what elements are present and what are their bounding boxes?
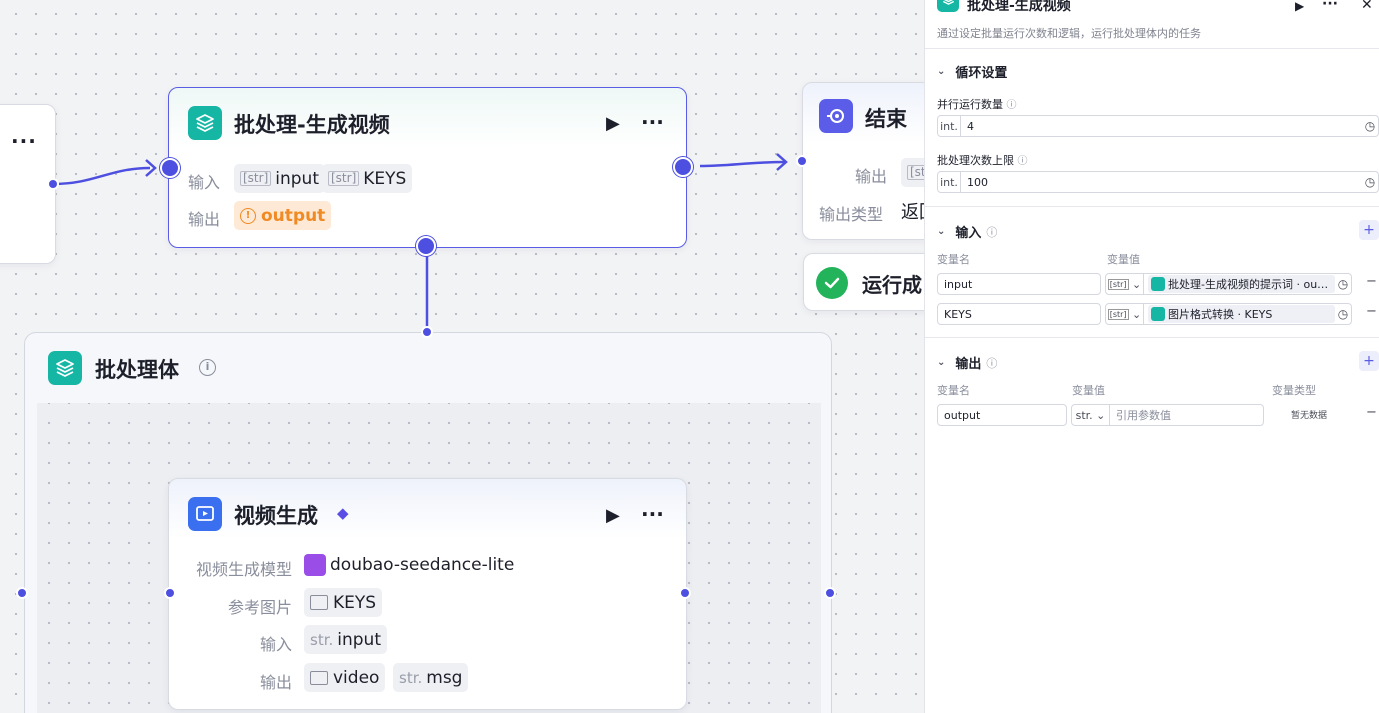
reference-icon[interactable]: ◷ (1364, 119, 1376, 133)
var-type-header: 变量类型 (1272, 384, 1316, 397)
video-node-title: 视频生成 (234, 504, 318, 528)
video-node-output-handle[interactable] (679, 587, 691, 599)
output-name-field[interactable]: output (937, 404, 1067, 426)
model-icon (304, 554, 326, 576)
var-name-header: 变量名 (937, 384, 970, 397)
layers-icon (937, 0, 959, 12)
info-icon: ⓘ (986, 356, 998, 370)
run-icon[interactable]: ▶ (1295, 0, 1305, 13)
input-label: 输入 (188, 173, 221, 192)
batch-node-title: 批处理-生成视频 (234, 113, 390, 137)
end-node-title: 结束 (865, 107, 907, 131)
divider (925, 206, 1379, 207)
container-top-handle[interactable] (421, 326, 433, 338)
more-icon[interactable]: ··· (641, 502, 664, 526)
output-value-field[interactable]: str. ⌄ 引用参数值 (1071, 404, 1264, 426)
model-value: doubao-seedance-lite (304, 554, 514, 576)
input-label: 输入 (259, 635, 292, 654)
output-tag: str.msg (393, 663, 469, 692)
folder-icon (310, 670, 328, 685)
chevron-down-icon: ⌄ (937, 66, 946, 77)
batch-node-input-handle[interactable] (160, 158, 180, 178)
var-value-header: 变量值 (1072, 384, 1105, 397)
remove-input-button[interactable]: − (1366, 304, 1377, 319)
divider (925, 48, 1379, 49)
layers-icon (1151, 277, 1165, 291)
end-node-input-handle[interactable] (796, 155, 808, 167)
input-tag: [str]KEYS (322, 164, 413, 193)
container-title: 批处理体 (95, 358, 179, 382)
batch-node-output-handle[interactable] (673, 157, 693, 177)
chevron-down-icon: ⌄ (937, 226, 946, 237)
container-left-handle[interactable] (16, 587, 28, 599)
run-status-text: 运行成 (862, 273, 922, 297)
diamond-icon: ◆ (337, 504, 349, 522)
remove-output-button[interactable]: − (1366, 405, 1377, 420)
video-icon (188, 497, 222, 531)
batch-node-body-handle[interactable] (416, 236, 436, 256)
warning-icon: ! (240, 207, 256, 224)
video-node-input-handle[interactable] (164, 587, 176, 599)
add-output-button[interactable]: + (1359, 351, 1379, 371)
output-label: 输出 (188, 210, 221, 229)
panel-description: 通过设定批量运行次数和逻辑，运行批处理体内的任务 (937, 27, 1201, 40)
more-icon[interactable]: ··· (11, 129, 37, 153)
parallel-count-label: 并行运行数量 ⓘ (937, 98, 1017, 111)
more-icon[interactable]: ··· (641, 110, 664, 134)
reference-icon[interactable]: ◷ (1337, 307, 1349, 321)
input-name-field[interactable]: KEYS (937, 303, 1101, 325)
video-generation-node[interactable]: 视频生成 ◆ ▶ ··· 视频生成模型 doubao-seedance-lite… (168, 478, 687, 710)
chevron-down-icon: ⌄ (937, 357, 946, 368)
output-tag: video (304, 663, 386, 692)
input-name-field[interactable]: input (937, 273, 1101, 295)
remove-input-button[interactable]: − (1366, 274, 1377, 289)
node-settings-panel: 批处理-生成视频 ▶ ··· ✕ 通过设定批量运行次数和逻辑，运行批处理体内的任… (924, 0, 1379, 713)
run-icon[interactable]: ▶ (606, 113, 620, 134)
previous-node-output-handle[interactable] (47, 178, 59, 190)
var-value-header: 变量值 (1107, 253, 1140, 266)
container-right-handle[interactable] (824, 587, 836, 599)
parallel-count-field[interactable]: int.4◷ (937, 115, 1379, 137)
divider (925, 337, 1379, 338)
max-batch-field[interactable]: int.100◷ (937, 171, 1379, 193)
reference-icon[interactable]: ◷ (1364, 175, 1376, 189)
reference-image-tag: KEYS (304, 588, 383, 617)
max-batch-label: 批处理次数上限 ⓘ (937, 154, 1028, 167)
batch-body-canvas[interactable] (37, 403, 821, 713)
panel-title: 批处理-生成视频 (967, 0, 1071, 14)
model-label: 视频生成模型 (195, 560, 292, 579)
info-icon: ⓘ (1006, 100, 1017, 111)
end-icon (819, 99, 853, 133)
var-name-header: 变量名 (937, 253, 970, 266)
loop-settings-section[interactable]: ⌄循环设置 (937, 66, 1008, 81)
info-icon: ⓘ (986, 225, 998, 239)
batch-node[interactable]: 批处理-生成视频 ▶ ··· 输入 [str]input [str]KEYS 输… (168, 87, 687, 248)
info-icon: ⓘ (1017, 156, 1028, 167)
add-input-button[interactable]: + (1359, 220, 1379, 240)
output-warning-tag: ! output (234, 201, 332, 230)
success-icon (816, 267, 848, 299)
run-icon[interactable]: ▶ (606, 505, 620, 526)
close-icon[interactable]: ✕ (1361, 0, 1373, 13)
reference-icon[interactable]: ◷ (1337, 277, 1349, 291)
more-icon[interactable]: ··· (1322, 0, 1338, 12)
input-value-field[interactable]: [str] ⌄ 批处理-生成视频的提示词 · ou… ◷ (1105, 273, 1352, 295)
output-type-label: 输出类型 (819, 205, 884, 224)
layers-icon (48, 351, 82, 385)
layers-icon (188, 106, 222, 140)
code-icon (1151, 307, 1165, 321)
batch-body-container[interactable]: 批处理体 i (24, 332, 832, 713)
input-tag: str.input (304, 625, 387, 654)
reference-image-label: 参考图片 (227, 598, 292, 617)
output-label: 输出 (259, 673, 292, 692)
info-icon[interactable]: i (199, 359, 216, 376)
input-value-field[interactable]: [str] ⌄ 图片格式转换 · KEYS ◷ (1105, 303, 1352, 325)
image-icon (310, 595, 328, 610)
output-label: 输出 (855, 167, 888, 186)
output-type-value: 暂无数据 (1291, 411, 1328, 421)
input-tag: [str]input (234, 164, 325, 193)
